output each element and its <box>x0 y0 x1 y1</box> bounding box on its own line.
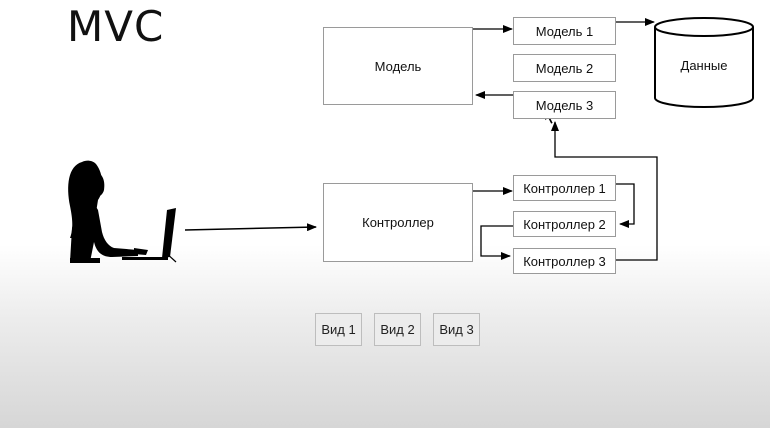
controller-3-label: Контроллер 3 <box>523 253 606 269</box>
controller-label: Контроллер <box>362 215 434 230</box>
arrow-c3-to-model3 <box>551 121 658 261</box>
view-2-button[interactable]: Вид 2 <box>374 313 421 346</box>
database-icon <box>654 17 754 108</box>
controller-box: Контроллер <box>323 183 473 262</box>
arrow-c2-to-c3 <box>480 225 513 260</box>
model-1-box: Модель 1 <box>513 17 616 45</box>
controller-1-label: Контроллер 1 <box>523 180 606 196</box>
arrow-user-to-controller <box>184 223 317 232</box>
model-1-label: Модель 1 <box>535 23 594 39</box>
user-silhouette-icon <box>68 160 176 263</box>
view-3-button[interactable]: Вид 3 <box>433 313 480 346</box>
view-1-button[interactable]: Вид 1 <box>315 313 362 346</box>
model-box: Модель <box>323 27 473 105</box>
controller-1-box: Контроллер 1 <box>513 175 616 201</box>
controller-3-box: Контроллер 3 <box>513 248 616 274</box>
diagram-title: MVC <box>67 2 165 51</box>
model-3-label: Модель 3 <box>535 97 594 113</box>
data-store-label: Данные <box>680 58 728 73</box>
controller-2-label: Контроллер 2 <box>523 216 606 232</box>
model-2-label: Модель 2 <box>535 60 594 76</box>
model-3-box: Модель 3 <box>513 91 616 119</box>
arrow-c1-to-c2 <box>616 183 635 228</box>
controller-2-box: Контроллер 2 <box>513 211 616 237</box>
model-2-box: Модель 2 <box>513 54 616 82</box>
model-label: Модель <box>374 58 422 74</box>
